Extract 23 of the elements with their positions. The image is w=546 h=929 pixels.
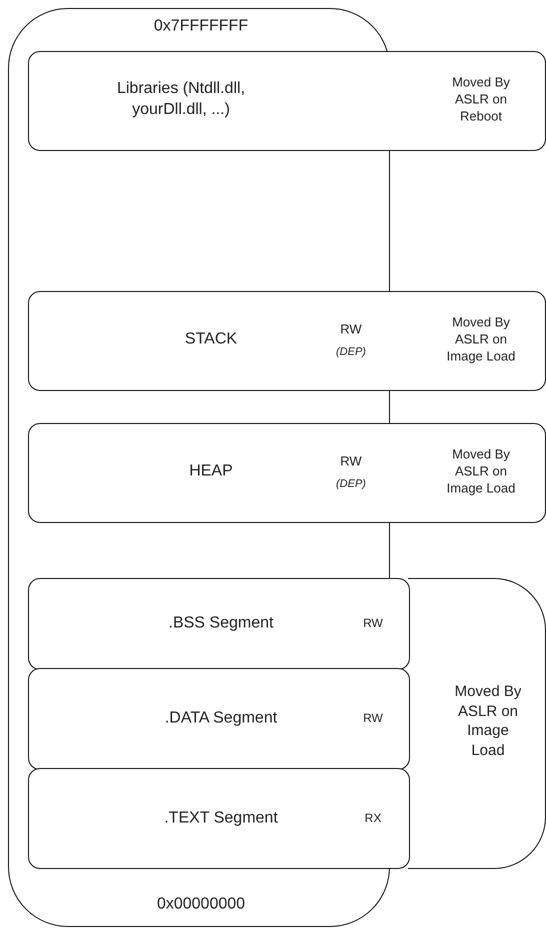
memory-region-box	[28, 291, 546, 391]
region-label: Libraries (Ntdll.dll, yourDll.dll, ...)	[116, 79, 246, 120]
relocation-note: Moved By ASLR on Reboot	[451, 74, 511, 126]
segment-label: .TEXT Segment	[163, 808, 279, 829]
permission-label: RW	[339, 454, 363, 470]
protection-label: (DEP)	[335, 476, 367, 492]
permission-label: RW	[339, 322, 363, 338]
memory-region-box	[28, 423, 546, 523]
permission-label: RX	[364, 811, 382, 827]
address-label: 0x7FFFFFFF	[152, 16, 250, 37]
region-label: HEAP	[188, 462, 234, 482]
image-region-box	[408, 578, 546, 869]
relocation-note: Moved By ASLR on Image Load	[446, 446, 516, 498]
permission-label: RW	[362, 616, 384, 632]
segment-label: .DATA Segment	[164, 708, 278, 729]
relocation-note: Moved By ASLR on Image Load	[446, 314, 516, 366]
region-label: STACK	[184, 330, 238, 350]
relocation-note: Moved By ASLR on Image Load	[454, 682, 522, 760]
segment-label: .BSS Segment	[168, 614, 274, 634]
permission-label: RW	[362, 711, 384, 727]
memory-region-box	[28, 51, 546, 151]
address-label: 0x00000000	[156, 894, 246, 915]
protection-label: (DEP)	[335, 344, 367, 360]
